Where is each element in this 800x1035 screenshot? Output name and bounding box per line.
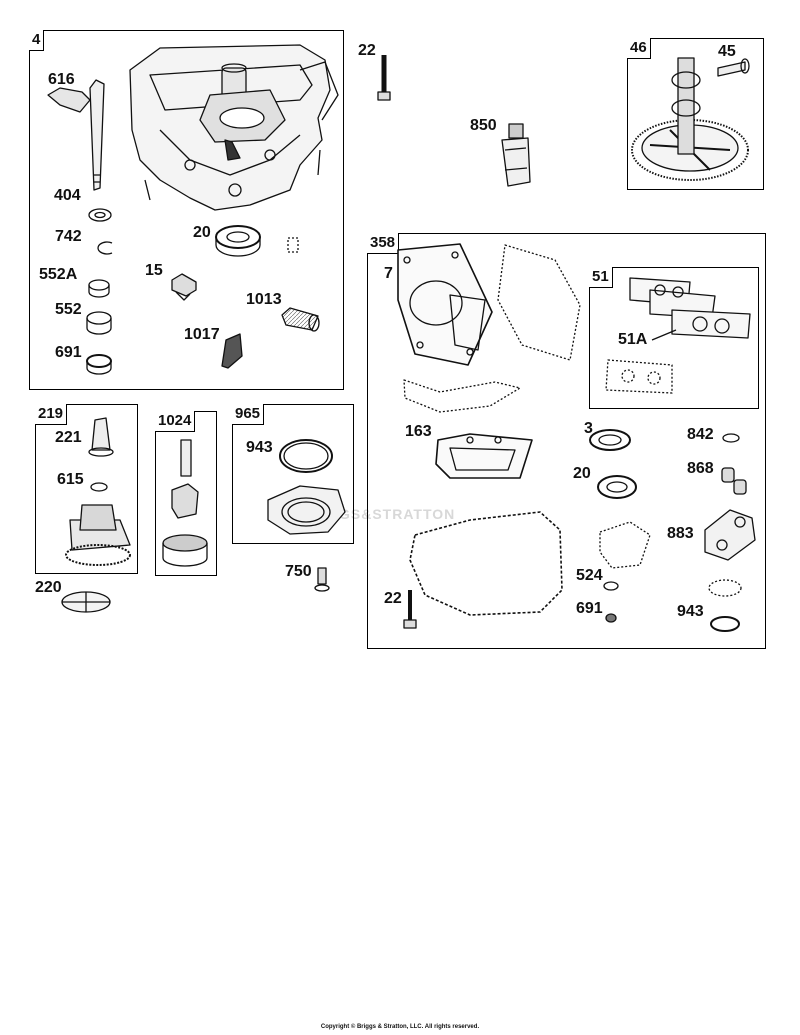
o-ring-943a [279, 439, 333, 473]
disc-220 [61, 591, 111, 613]
callout-7: 7 [384, 265, 393, 282]
washer-404 [88, 208, 112, 222]
gasket-dashed-a [497, 244, 581, 361]
dowel-pin [287, 237, 299, 253]
bushing-552 [86, 311, 112, 335]
bearing-1024 [162, 534, 208, 567]
callout-615: 615 [57, 471, 84, 488]
gasket-883 [704, 509, 756, 561]
crankcase-sump [129, 44, 339, 211]
group-box-51 [589, 267, 759, 409]
callout-842: 842 [687, 426, 714, 443]
callout-45: 45 [718, 43, 736, 60]
washer-524 [603, 581, 619, 591]
group-tag-219: 219 [35, 404, 68, 425]
callout-163: 163 [405, 423, 432, 440]
group-tag-358: 358 [367, 233, 400, 254]
clip-1017 [221, 333, 243, 369]
governor-shaft [47, 79, 105, 191]
group-box-219 [35, 404, 138, 574]
washer-842 [722, 433, 740, 443]
callout-850: 850 [470, 117, 497, 134]
governor-cup-221 [88, 417, 114, 457]
bolt-22a [377, 55, 391, 101]
sealant-tube-850 [501, 123, 531, 187]
callout-3: 3 [584, 420, 593, 437]
group-tag-965: 965 [232, 404, 265, 425]
pin-45 [717, 58, 750, 77]
callout-943b: 943 [677, 603, 704, 620]
callout-742: 742 [55, 228, 82, 245]
callout-22a: 22 [358, 42, 376, 59]
exhaust-gaskets-51 [605, 277, 751, 394]
callout-15: 15 [145, 262, 163, 279]
bolt-22b [403, 590, 417, 629]
callout-22b: 22 [384, 590, 402, 607]
e-ring-742 [97, 241, 113, 255]
callout-220: 220 [35, 579, 62, 596]
callout-750: 750 [285, 563, 312, 580]
callout-691a: 691 [55, 344, 82, 361]
group-box-4 [29, 30, 344, 390]
gasket-dashed-c [599, 521, 651, 569]
seal-691 [86, 354, 112, 375]
callout-404: 404 [54, 187, 81, 204]
oil-seal-20a [215, 225, 261, 257]
group-box-46 [627, 38, 764, 190]
callout-221: 221 [55, 429, 82, 446]
o-ring-dashed [708, 579, 742, 597]
callout-943a: 943 [246, 439, 273, 456]
callout-524: 524 [576, 567, 603, 584]
group-tag-51: 51 [589, 267, 613, 288]
group-box-358 [367, 233, 766, 649]
leader-51a [651, 329, 677, 341]
oil-seal-20b [597, 475, 637, 499]
cap-1024 [171, 483, 199, 519]
crankcase-gasket [409, 511, 563, 616]
callout-552: 552 [55, 301, 82, 318]
group-tag-46: 46 [627, 38, 651, 59]
gasket-dashed-b [403, 379, 521, 413]
callout-1013: 1013 [246, 291, 282, 308]
callout-1017: 1017 [184, 326, 220, 343]
pin-1024 [180, 439, 192, 477]
seal-691b [605, 613, 617, 623]
valve-cover-gasket-163 [435, 433, 533, 479]
breather-1013 [281, 307, 320, 332]
callout-20b: 20 [573, 465, 591, 482]
cover-965 [267, 485, 346, 535]
group-box-965 [232, 404, 354, 544]
seal-3 [589, 429, 631, 451]
callout-616: 616 [48, 71, 75, 88]
callout-20a: 20 [193, 224, 211, 241]
head-gasket-7 [397, 243, 493, 366]
washer-615 [90, 482, 108, 492]
callout-868: 868 [687, 460, 714, 477]
group-tag-1024: 1024 [155, 411, 196, 432]
bushing-552a [88, 279, 110, 298]
callout-883: 883 [667, 525, 694, 542]
plug-15 [171, 273, 197, 301]
copyright-notice: Copyright © Briggs & Stratton, LLC. All … [320, 1024, 480, 1030]
callout-51a: 51A [618, 331, 648, 348]
screw-750 [314, 567, 330, 592]
callout-691b: 691 [576, 600, 603, 617]
plugs-868 [721, 467, 747, 495]
group-tag-4: 4 [29, 30, 45, 51]
callout-552a: 552A [39, 266, 78, 283]
o-ring-943b [710, 616, 740, 632]
governor-gear-220 [65, 504, 131, 566]
camshaft-46 [631, 57, 749, 181]
